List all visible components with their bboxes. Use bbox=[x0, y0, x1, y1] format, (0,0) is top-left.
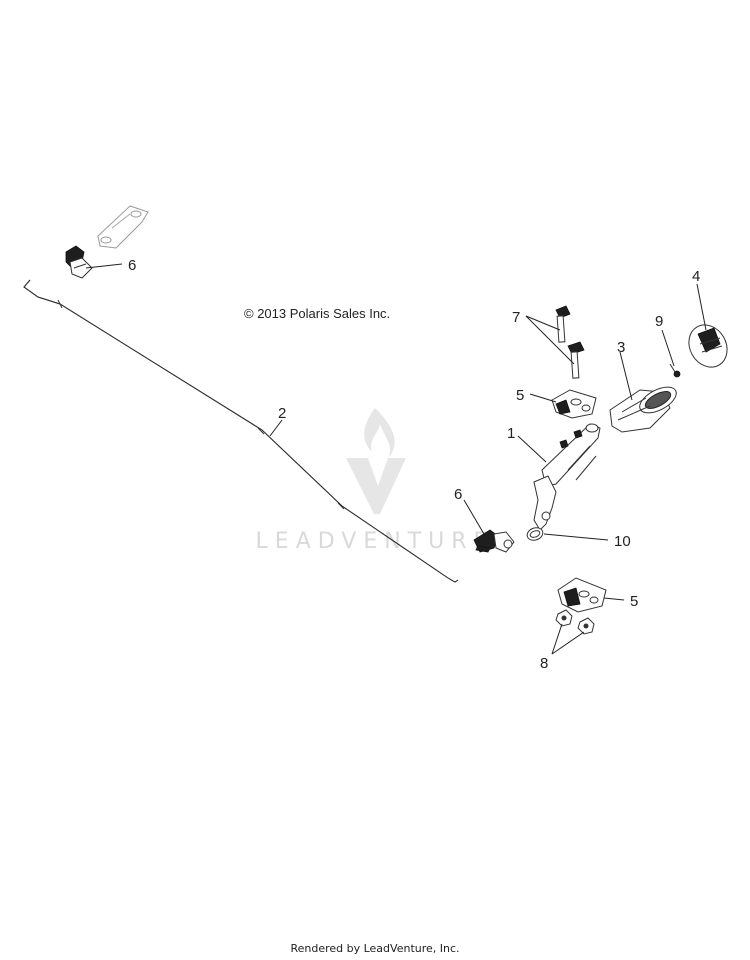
part-4-knob bbox=[688, 324, 728, 368]
callout-2: 2 bbox=[278, 405, 286, 422]
callout-1: 1 bbox=[507, 425, 515, 442]
part-9-screw bbox=[669, 363, 681, 378]
callout-9: 9 bbox=[655, 313, 663, 330]
part-5-bracket-lower bbox=[557, 577, 607, 613]
part-6-clip-upper bbox=[65, 245, 93, 279]
callout-5-upper: 5 bbox=[516, 387, 524, 404]
part-5-bracket-upper bbox=[551, 389, 597, 419]
part-6-clip-lower bbox=[473, 529, 515, 553]
callout-5-lower: 5 bbox=[630, 593, 638, 610]
callout-6-lower: 6 bbox=[454, 486, 462, 503]
footer-text: Rendered by LeadVenture, Inc. bbox=[290, 942, 460, 955]
copyright-text: © 2013 Polaris Sales Inc. bbox=[244, 306, 390, 321]
watermark-flame-icon bbox=[364, 408, 395, 458]
leader-lines bbox=[85, 263, 707, 655]
callout-10: 10 bbox=[614, 533, 631, 550]
part-2-rod bbox=[23, 279, 459, 583]
watermark: LEADVENTURE bbox=[256, 408, 495, 554]
callouts: 6 2 7 9 3 4 5 1 6 10 5 8 bbox=[128, 257, 700, 672]
callout-7: 7 bbox=[512, 309, 520, 326]
part-1-lever bbox=[533, 423, 601, 531]
watermark-v-icon bbox=[346, 458, 406, 514]
part-10-washer bbox=[526, 527, 544, 541]
part-3-boot bbox=[609, 386, 677, 433]
part-7-bolts bbox=[555, 305, 585, 379]
callout-4: 4 bbox=[692, 268, 700, 285]
callout-6-upper: 6 bbox=[128, 257, 136, 274]
part-8-nuts bbox=[555, 609, 595, 635]
clamp-ghost bbox=[97, 205, 149, 249]
callout-3: 3 bbox=[617, 339, 625, 356]
callout-8: 8 bbox=[540, 655, 548, 672]
watermark-text: LEADVENTURE bbox=[256, 529, 495, 554]
